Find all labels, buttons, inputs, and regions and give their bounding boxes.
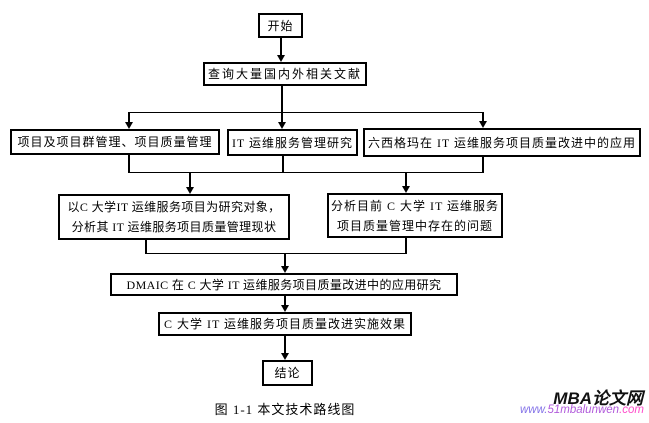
node-effect-label: C 大学 IT 运维服务项目质量改进实施效果 — [163, 317, 407, 331]
flow-line — [405, 173, 407, 187]
node-dmaic: DMAIC 在 C 大学 IT 运维服务项目质量改进中的应用研究 — [110, 273, 458, 296]
node-project-mgmt-label: 项目及项目群管理、项目质量管理 — [17, 135, 213, 149]
flow-line — [189, 173, 191, 188]
node-research-object: 以C 大学IT 运维服务项目为研究对象， 分析其 IT 运维服务项目质量管理现状 — [58, 194, 290, 240]
node-literature-label: 查询大量国内外相关文献 — [207, 67, 362, 81]
arrow-down-icon — [280, 266, 289, 273]
flow-line — [284, 254, 286, 267]
watermark-url-part2: 51mbalunwen — [547, 404, 620, 416]
flow-line — [281, 86, 283, 123]
arrow-down-icon — [185, 187, 194, 194]
node-it-service: IT 运维服务管理研究 — [227, 129, 358, 156]
flow-line — [284, 296, 286, 306]
flow-line — [146, 252, 407, 254]
node-six-sigma-label: 六西格玛在 IT 运维服务项目质量改进中的应用 — [367, 135, 637, 150]
node-start-label: 开始 — [267, 18, 294, 33]
arrow-down-icon — [478, 121, 487, 128]
flow-line — [482, 112, 484, 122]
arrow-down-icon — [401, 186, 410, 193]
flow-line — [282, 156, 284, 173]
node-research-object-line1: 以C 大学IT 运维服务项目为研究对象， — [67, 200, 281, 214]
figure-caption: 图 1-1 本文技术路线图 — [214, 402, 356, 417]
arrow-down-icon — [280, 353, 289, 360]
arrow-down-icon — [280, 305, 289, 312]
arrow-down-icon — [276, 55, 285, 62]
node-conclusion-label: 结论 — [274, 366, 301, 380]
node-effect: C 大学 IT 运维服务项目质量改进实施效果 — [158, 312, 412, 336]
flow-line — [129, 111, 483, 113]
node-it-service-label: IT 运维服务管理研究 — [231, 135, 354, 150]
node-project-mgmt: 项目及项目群管理、项目质量管理 — [10, 129, 220, 155]
node-problems-line2: 项目质量管理中存在的问题 — [336, 218, 493, 233]
flow-line — [129, 171, 483, 173]
node-start: 开始 — [258, 13, 303, 38]
node-problems-line1: 分析目前 C 大学 IT 运维服务 — [330, 198, 500, 213]
flow-line — [128, 112, 130, 123]
flow-line — [284, 336, 286, 354]
flow-line — [128, 155, 130, 173]
node-dmaic-label: DMAIC 在 C 大学 IT 运维服务项目质量改进中的应用研究 — [126, 277, 442, 292]
flow-line — [145, 240, 147, 254]
flow-line — [280, 38, 282, 56]
node-six-sigma: 六西格玛在 IT 运维服务项目质量改进中的应用 — [363, 128, 641, 157]
watermark-url-part3: .com — [619, 404, 644, 416]
watermark-url: www.51mbalunwen.com — [520, 404, 644, 416]
node-conclusion: 结论 — [262, 360, 313, 386]
flow-line — [405, 238, 407, 254]
arrow-down-icon — [124, 122, 133, 129]
arrow-down-icon — [277, 122, 286, 129]
node-research-object-line2: 分析其 IT 运维服务项目质量管理现状 — [71, 220, 277, 234]
node-problems: 分析目前 C 大学 IT 运维服务 项目质量管理中存在的问题 — [327, 193, 503, 238]
watermark-url-part1: www. — [519, 404, 548, 416]
node-literature: 查询大量国内外相关文献 — [203, 62, 367, 86]
watermark-site-name: MBA论文网 — [553, 389, 643, 408]
flow-line — [482, 157, 484, 173]
